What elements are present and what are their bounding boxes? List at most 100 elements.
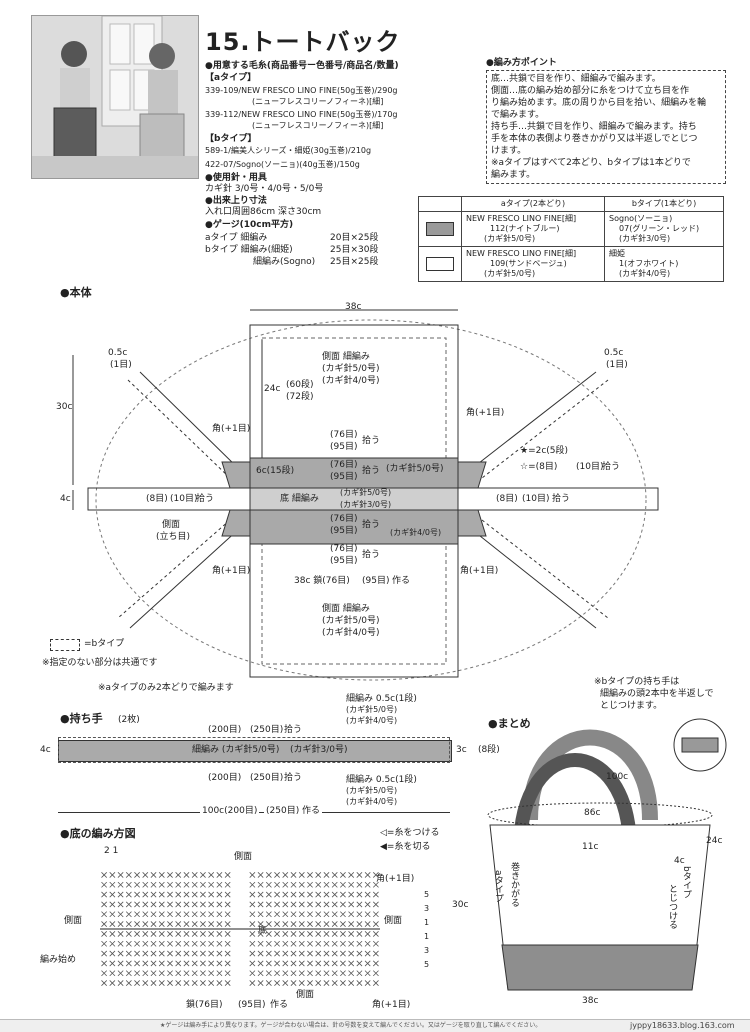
stitch-mark (298, 911, 305, 918)
left-8: (8目) (146, 494, 168, 504)
stitch-mark (142, 960, 149, 967)
stitch-mark (290, 970, 297, 977)
pick-label-c: 拾う (362, 520, 381, 530)
row1-a-line1: NEW FRESCO LINO FINE[細] (466, 214, 577, 223)
stitch-mark (257, 891, 264, 898)
stitch-mark (331, 940, 338, 947)
gauge-row1-value: 20目×25段 (330, 233, 379, 243)
stitch-mark (158, 911, 165, 918)
stitch-mark (224, 921, 231, 928)
pick-76-d: (76目) (330, 544, 358, 554)
stitch-mark (101, 970, 108, 977)
stitch-mark (323, 970, 330, 977)
stitch-mark (101, 930, 108, 937)
chain-95: (95目) (362, 576, 390, 586)
stitch-mark (134, 970, 140, 977)
stitch-mark (298, 950, 305, 957)
stitch-mark (117, 950, 124, 957)
stitch-mark (274, 960, 280, 967)
stitch-mark (356, 921, 363, 928)
stitch-mark (150, 881, 157, 888)
stitch-mark (265, 930, 272, 937)
stitch-mark (109, 901, 116, 908)
swatch-cell-light (418, 246, 462, 282)
stitch-mark (158, 891, 165, 898)
stitch-mark (200, 881, 206, 888)
stitch-mark (265, 901, 272, 908)
stitch-mark (167, 901, 173, 908)
footer-note: ★ゲージは編み手により異なります。ゲージが合わない場合は、針の号数を変えて編んで… (160, 1022, 542, 1029)
stitch-mark (208, 940, 215, 947)
stitch-mark (216, 891, 223, 898)
row1-b-line1: Sogno(ソーニョ) (609, 214, 673, 223)
stitch-mark (265, 980, 272, 987)
stitch-mark (109, 980, 116, 987)
stitch-mark (282, 940, 289, 947)
stitch-mark (372, 891, 379, 898)
stitch-mark (191, 921, 198, 928)
stitch-mark (216, 950, 223, 957)
row1-b-cell: Sogno(ソーニョ) 07(グリーン・レッド) (カギ針3/0号) (604, 211, 724, 247)
stitch-mark (331, 911, 338, 918)
stitch-mark (265, 891, 272, 898)
bottom-hook-5: (カギ針5/0号) (386, 464, 444, 474)
stitch-mark (364, 881, 371, 888)
right-10: (10目) (522, 494, 550, 504)
stitch-mark (323, 960, 330, 967)
stitch-mark (167, 960, 173, 967)
stitch-mark (224, 901, 231, 908)
stitch-mark (125, 881, 132, 888)
stitch-mark (348, 980, 355, 987)
stitch-mark (183, 980, 190, 987)
stitch-mark (134, 891, 140, 898)
stitch-mark (249, 891, 256, 898)
stitch-mark (307, 871, 313, 878)
stitch-mark (142, 911, 149, 918)
stitch-mark (356, 960, 363, 967)
stitch-mark (167, 881, 173, 888)
stitch-mark (298, 881, 305, 888)
left-10: (10目) (170, 494, 198, 504)
stitch-mark (356, 940, 363, 947)
rows-6c-15: 6c(15段) (256, 466, 295, 476)
handle-length-250: (250目) (264, 806, 302, 817)
stitch-mark (101, 980, 108, 987)
stitch-mark (183, 950, 190, 957)
stitch-mark (224, 950, 231, 957)
stitch-mark (191, 940, 198, 947)
stitch-mark (265, 970, 272, 977)
stitch-mark (208, 911, 215, 918)
handle-top-hook5: (カギ針5/0号) (346, 705, 398, 714)
size-heading: ●出来上り寸法 (205, 196, 267, 206)
stitch-mark (142, 970, 149, 977)
chain-make: 作る (392, 576, 411, 586)
color-table: aタイプ(2本どり) bタイプ(1本どり) NEW FRESCO LINO FI… (418, 196, 724, 282)
stitch-mark (167, 970, 173, 977)
stitch-mark (183, 911, 190, 918)
stitch-mark (191, 930, 198, 937)
stitch-mark (158, 871, 165, 878)
stitch-mark (208, 980, 215, 987)
stitch-mark (331, 881, 338, 888)
gauge-heading: ●ゲージ(10cm平方) (205, 220, 294, 230)
stitch-mark (158, 950, 165, 957)
gauge-row3-value: 25目×25段 (330, 257, 379, 267)
stitch-mark (315, 921, 322, 928)
chart-row-number: 5 (424, 890, 430, 899)
stitch-mark (183, 871, 190, 878)
stitch-mark (175, 891, 182, 898)
stitch-mark (257, 911, 264, 918)
stitch-mark (298, 901, 305, 908)
side-bot-hook1: (カギ針5/0号) (322, 616, 380, 626)
material-a2-sub: (ニューフレスコリーノフィーネ)[細] (252, 121, 384, 130)
diag-tr-b (481, 379, 609, 479)
handle-bot-hook4: (カギ針4/0号) (346, 797, 398, 806)
stitch-mark (191, 960, 198, 967)
light-swatch (426, 257, 454, 271)
stitch-mark (183, 940, 190, 947)
row1-a-line2: 112(ナイトブルー) (490, 224, 560, 233)
handle-b-outline (58, 737, 450, 763)
stitch-mark (265, 940, 272, 947)
chart-chain: 鎖(76目) (186, 1000, 223, 1010)
stitch-mark (200, 930, 206, 937)
